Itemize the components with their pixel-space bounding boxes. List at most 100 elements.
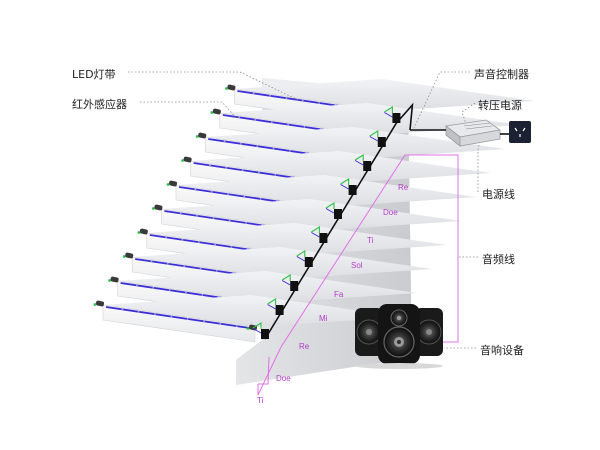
led-dot [166, 262, 169, 265]
led-driver-box [290, 281, 299, 291]
sensor-wire [369, 130, 379, 137]
led-driver-box [275, 305, 284, 315]
leader-led-strip [128, 71, 299, 101]
led-dot [238, 116, 241, 119]
stair-tread [146, 223, 447, 255]
led-driver-box [304, 257, 313, 267]
led-dot [285, 97, 288, 100]
led-dot [194, 188, 197, 191]
led-dot [230, 246, 233, 248]
sensor-wire [252, 322, 262, 329]
led-dot [137, 310, 140, 313]
ir-sensor-lens [225, 87, 228, 90]
led-wire [311, 232, 320, 238]
led-dot [215, 270, 218, 272]
label-led-strip: LED灯带 [72, 68, 116, 81]
led-wire [340, 184, 349, 190]
ir-sensor-lens [246, 327, 250, 330]
ir-sensor [198, 132, 207, 139]
led-dot [252, 92, 255, 95]
led-dot [303, 126, 306, 128]
led-dot [203, 320, 205, 323]
led-dot [254, 118, 257, 121]
led-dot [227, 193, 229, 196]
ir-sensor-lens [137, 231, 141, 234]
led-dot [201, 294, 204, 296]
stair-tread [234, 79, 535, 111]
led-dot [243, 195, 246, 198]
led-dot [196, 214, 198, 217]
ir-sensor-lens [108, 279, 111, 282]
ir-sensor [168, 180, 178, 187]
led-wire [252, 328, 262, 334]
ir-sensor-lens [181, 159, 185, 162]
led-dot [183, 265, 186, 268]
note-label-re: Re [299, 342, 310, 351]
ir-sensor-lens [152, 207, 155, 210]
led-dot [235, 325, 238, 328]
led-dot [258, 171, 260, 174]
stair-riser [102, 304, 256, 343]
power-adapter-icon [445, 119, 502, 147]
leader-power-cord [477, 139, 481, 192]
led-dot [199, 267, 202, 270]
ir-sensor-lens [210, 111, 214, 114]
led-dot [152, 286, 155, 289]
led-dot [210, 190, 213, 193]
led-driver-box [334, 209, 342, 219]
ir-sensor [139, 228, 148, 235]
ir-sensor [95, 300, 105, 307]
note-label-sol: Sol [351, 261, 363, 270]
ir-sensor [183, 156, 192, 163]
ir-sensor-lens [93, 303, 97, 306]
led-dot [170, 315, 173, 318]
led-dot [165, 236, 168, 239]
sensor-wire [281, 274, 291, 281]
ir-sensor [227, 84, 236, 91]
led-dot [272, 147, 275, 150]
led-dot [179, 212, 182, 215]
led-dot [225, 166, 228, 169]
stair-steps [93, 79, 535, 343]
note-label-fa: Fa [334, 290, 344, 299]
leader-sound-controller [413, 71, 470, 129]
note-label-doe: Doe [383, 208, 398, 217]
note-label-re: Re [398, 183, 409, 192]
led-dot [121, 308, 124, 311]
led-dot [287, 123, 290, 126]
led-dot [136, 284, 138, 287]
ir-sensor-lens [122, 255, 126, 258]
label-sound-controller: 声音控制器 [474, 68, 529, 81]
led-driver-box [261, 329, 269, 339]
led-dot [288, 150, 291, 152]
led-dot [223, 140, 226, 143]
led-dot [239, 142, 242, 145]
led-dot [150, 260, 153, 263]
led-dot [185, 291, 187, 294]
ir-sensor [110, 276, 119, 283]
stair-tread [132, 247, 433, 279]
stair-tread [205, 127, 506, 159]
sensor-wire [354, 154, 364, 161]
wiring [128, 71, 481, 396]
led-driver-box [363, 161, 372, 171]
label-audio-cable: 音频线 [482, 253, 515, 266]
led-strip [105, 306, 254, 330]
label-ir-sensor: 红外感应器 [72, 98, 127, 111]
led-dot [197, 241, 200, 244]
led-dot [270, 121, 273, 124]
led-wire [384, 112, 393, 118]
note-label-doe: Doe [276, 374, 291, 383]
ir-sensor-lens [166, 183, 170, 186]
note-label-ti: Ti [367, 236, 374, 245]
stair-tread [219, 103, 520, 135]
led-dot [301, 99, 304, 102]
ir-sensor [125, 252, 134, 259]
ir-sensor [154, 204, 163, 211]
leader-ir-sensor [140, 101, 237, 119]
led-wire [369, 136, 379, 142]
stair-tread [103, 295, 403, 327]
ir-sensor [212, 108, 221, 115]
led-dot [245, 222, 247, 224]
